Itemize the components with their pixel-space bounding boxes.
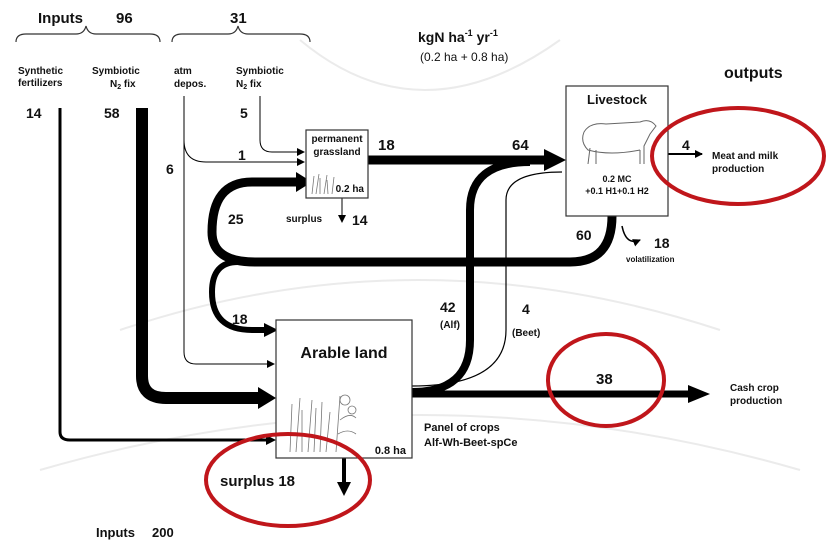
atm-label: atm bbox=[174, 66, 192, 77]
fertilizers-label: fertilizers bbox=[18, 78, 63, 89]
alfalfa-label: (Alf) bbox=[440, 320, 460, 331]
livestock-title: Livestock bbox=[587, 92, 648, 107]
cash-crop-value: 38 bbox=[596, 371, 613, 388]
atm-deposition-to-grassland-arrow bbox=[183, 139, 305, 166]
meat-milk-label-line1: Meat and milk bbox=[712, 151, 779, 162]
arable-area: 0.8 ha bbox=[375, 445, 407, 457]
beet-value: 4 bbox=[522, 301, 530, 317]
highlight-ellipse-arable-surplus bbox=[204, 432, 372, 528]
volatilization-arrow bbox=[621, 225, 641, 247]
alfalfa-to-livestock-arrow bbox=[411, 158, 531, 396]
arable-surplus-arrowhead bbox=[337, 482, 351, 496]
synthetic-fertilizer-arrow bbox=[58, 108, 266, 442]
meat-milk-label-line2: production bbox=[712, 164, 764, 175]
livestock-herd-line1: 0.2 MC bbox=[602, 174, 632, 184]
arable-land-node: Arable land 0.8 ha bbox=[275, 319, 413, 459]
input-brace-right bbox=[171, 25, 311, 43]
symbiotic-fix-arrowhead bbox=[258, 387, 276, 409]
grass-illustration bbox=[311, 173, 335, 195]
n2-fix-label-b: N2 fix bbox=[236, 79, 262, 91]
symbiotic-input-value: 58 bbox=[104, 105, 120, 121]
permanent-grassland-node: permanent grassland 0.2 ha bbox=[305, 129, 369, 199]
manure-to-grassland-value: 25 bbox=[228, 211, 244, 227]
inputs-value-31: 31 bbox=[230, 10, 247, 27]
livestock-herd-line2: +0.1 H1+0.1 H2 bbox=[585, 186, 649, 196]
meat-milk-value: 4 bbox=[682, 137, 690, 153]
to-livestock-value: 64 bbox=[512, 137, 529, 154]
alfalfa-value: 42 bbox=[440, 299, 456, 315]
synthetic-fertilizer-arrowhead bbox=[266, 435, 276, 445]
atm-to-grassland-value: 1 bbox=[238, 147, 246, 163]
synthetic-label: Synthetic bbox=[18, 66, 63, 77]
livestock-node: Livestock 0.2 MC +0.1 H1+0.1 H2 bbox=[565, 85, 669, 217]
livestock-output-value: 60 bbox=[576, 227, 592, 243]
volatilization-value: 18 bbox=[654, 235, 670, 251]
total-inputs-value: 200 bbox=[152, 525, 174, 540]
synthetic-input-value: 14 bbox=[26, 105, 42, 121]
input-brace-left bbox=[15, 25, 161, 43]
background-watermark bbox=[39, 39, 801, 471]
grassland-title-line2: grassland bbox=[313, 147, 360, 158]
beet-label: (Beet) bbox=[512, 328, 540, 339]
arable-surplus-label: surplus 18 bbox=[220, 473, 295, 490]
outputs-label: outputs bbox=[724, 65, 783, 82]
volatilization-label: volatilization bbox=[626, 255, 675, 264]
symbiotic-fix-arrow bbox=[136, 108, 258, 404]
area-note: (0.2 ha + 0.8 ha) bbox=[420, 50, 508, 64]
symbiotic-to-grassland-value: 5 bbox=[240, 105, 248, 121]
grassland-to-livestock-value: 18 bbox=[378, 137, 395, 154]
n2-fix-label-a: N2 fix bbox=[110, 79, 136, 91]
arable-land-title: Arable land bbox=[300, 345, 387, 362]
crops-illustration bbox=[289, 394, 357, 453]
grassland-area: 0.2 ha bbox=[336, 184, 365, 195]
beet-to-livestock-arrow bbox=[411, 171, 563, 387]
highlight-ellipse-cash-crop bbox=[546, 332, 666, 428]
cash-crop-arrowhead bbox=[688, 385, 710, 403]
manure-to-arable-arrow bbox=[208, 259, 264, 333]
symbiotic-label-a: Symbiotic bbox=[92, 66, 140, 77]
cow-illustration bbox=[582, 120, 657, 165]
manure-to-grassland-arrowhead bbox=[296, 172, 312, 192]
cash-crop-label-line2: production bbox=[730, 396, 782, 407]
symbiotic-label-b: Symbiotic bbox=[236, 66, 284, 77]
total-inputs-label: Inputs bbox=[96, 525, 135, 540]
crop-panel-line1: Panel of crops bbox=[424, 422, 500, 434]
inputs-value-96: 96 bbox=[116, 10, 133, 27]
inputs-label: Inputs bbox=[38, 10, 83, 27]
atm-to-arable-value: 6 bbox=[166, 161, 174, 177]
manure-loop-to-grassland bbox=[207, 177, 617, 267]
atm-deposition-to-arable-arrow bbox=[183, 96, 275, 368]
manure-to-arable-arrowhead bbox=[264, 323, 278, 337]
unit-label: kgN ha-1 yr-1 bbox=[418, 28, 498, 45]
grassland-surplus-label: surplus bbox=[286, 214, 323, 225]
crop-panel-line2: Alf-Wh-Beet-spCe bbox=[424, 437, 518, 449]
highlight-ellipse-meat-milk bbox=[650, 106, 826, 206]
symbiotic-to-grassland-arrow bbox=[259, 96, 305, 156]
depos-label: depos. bbox=[174, 79, 206, 90]
manure-to-arable-value: 18 bbox=[232, 311, 248, 327]
cash-crop-label-line1: Cash crop bbox=[730, 383, 779, 394]
grassland-to-livestock-arrowhead bbox=[544, 149, 566, 171]
grassland-title-line1: permanent bbox=[311, 134, 363, 145]
grassland-surplus-value: 14 bbox=[352, 212, 368, 228]
